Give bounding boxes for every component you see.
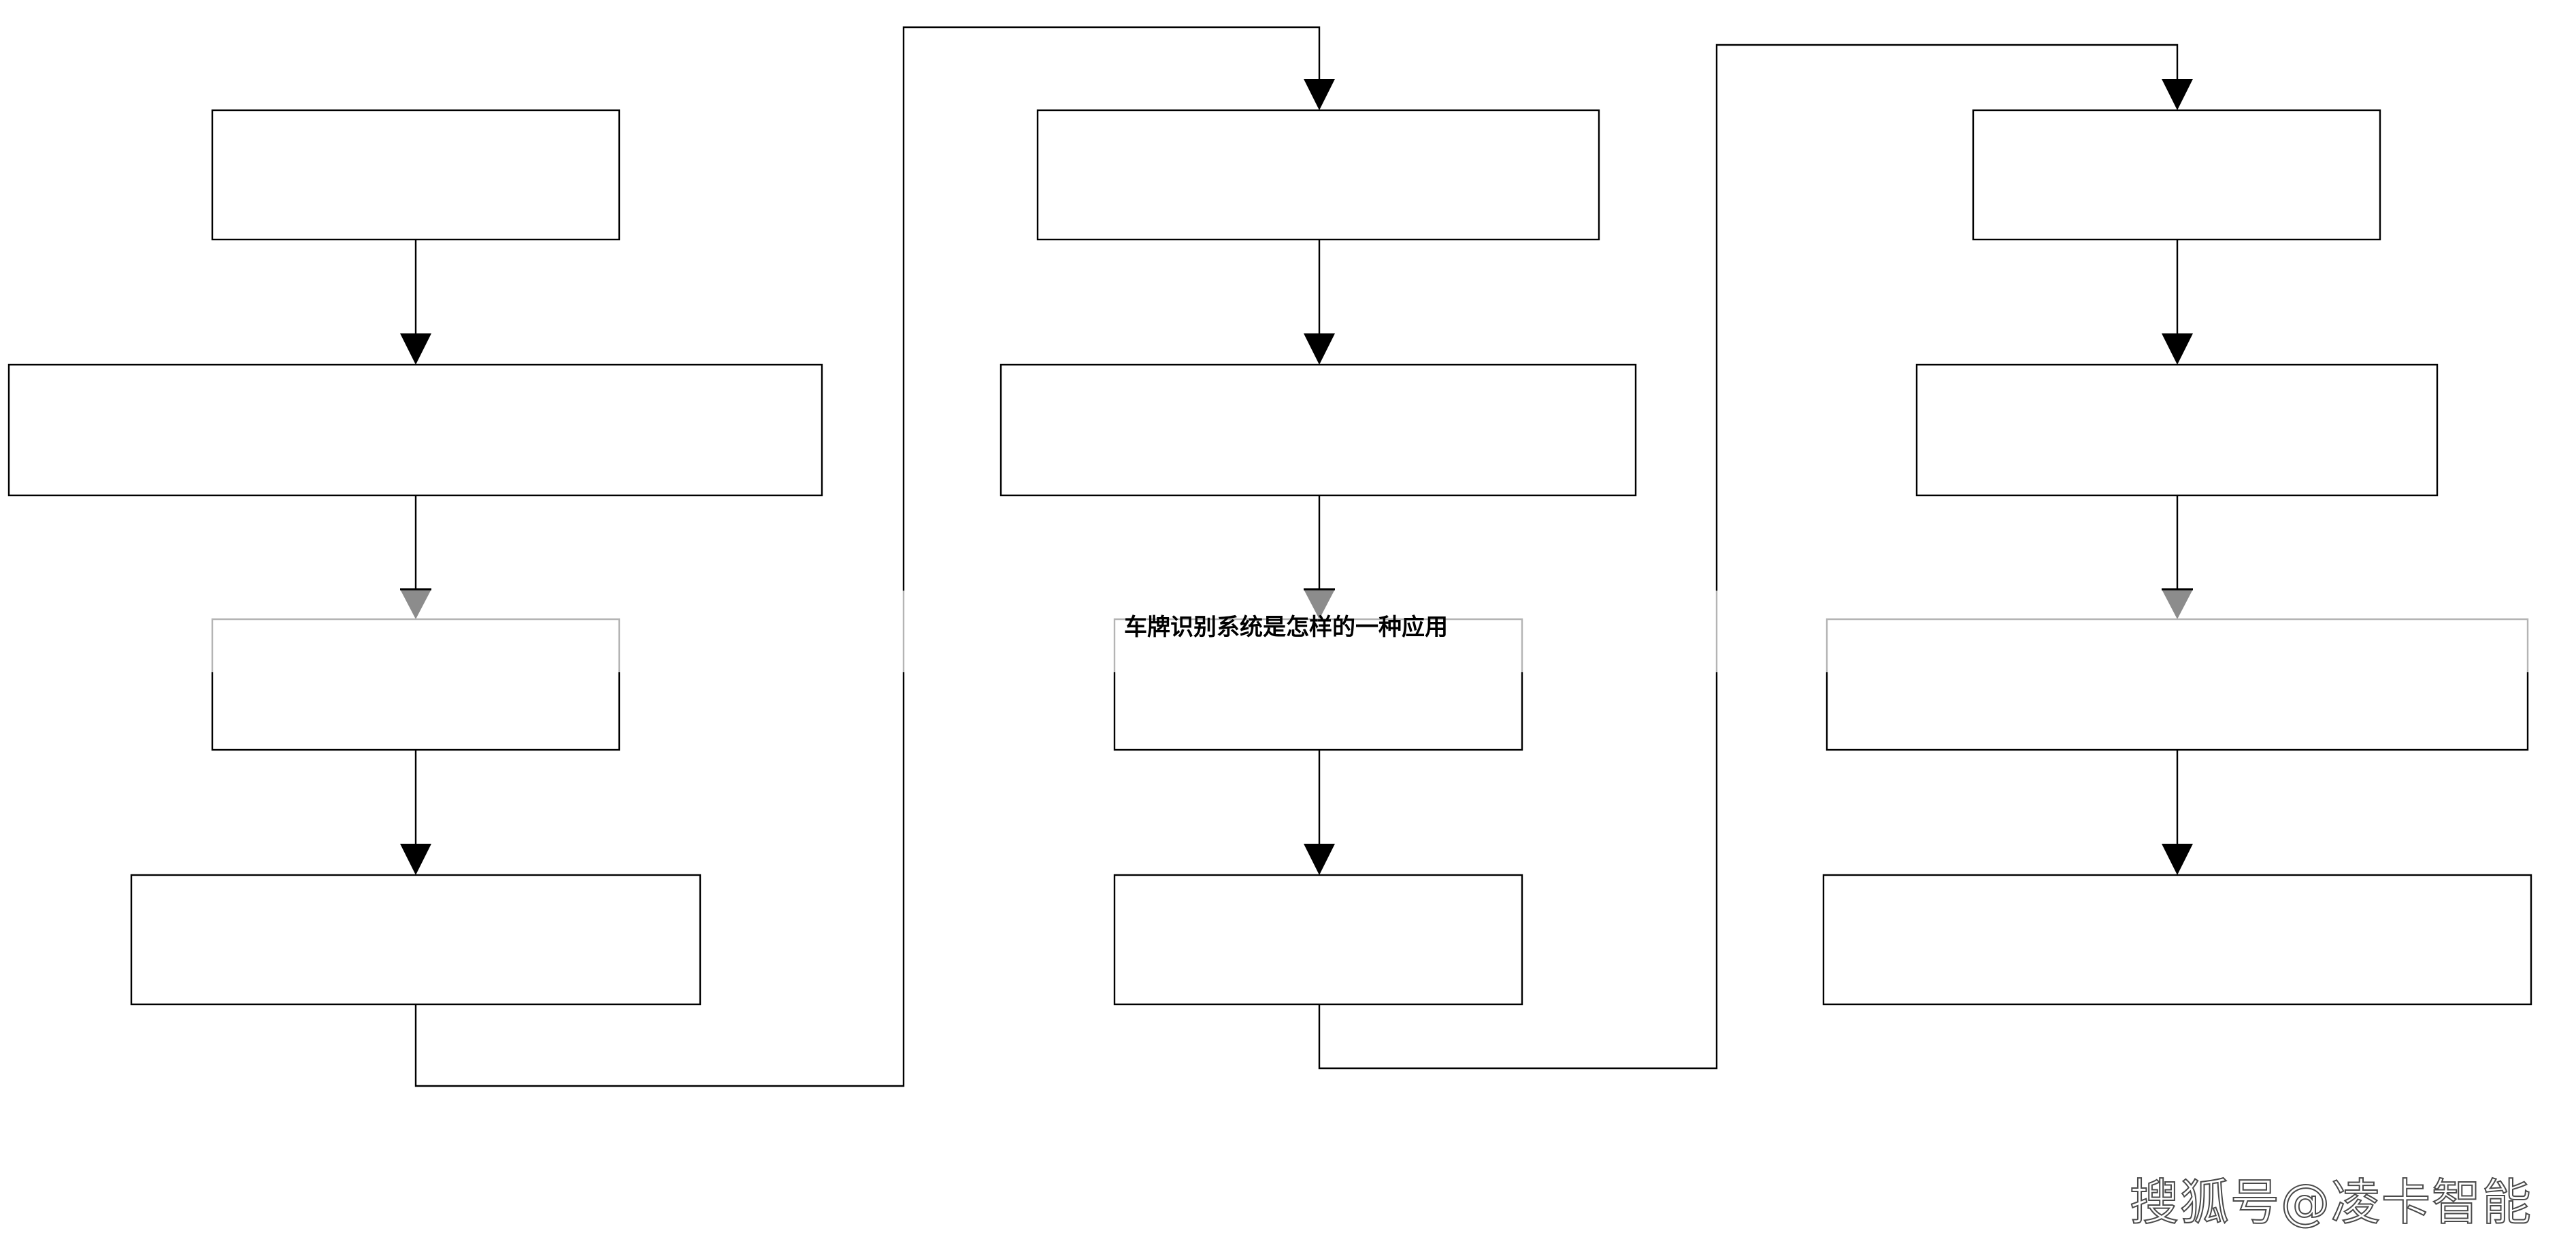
flow-box-col1-step1: [211, 109, 621, 241]
arrowhead-col2-step2: [1304, 333, 1335, 365]
arrowhead-col1-step3: [400, 589, 431, 619]
arrowhead-col3-step3: [2162, 589, 2193, 619]
arrowhead-col3-step1: [2162, 79, 2193, 110]
arrowhead-col3-step4: [2162, 844, 2193, 875]
flow-box-col3-step2: [1915, 363, 2439, 497]
flow-box-col2-step2: [1000, 363, 1637, 497]
flow-box-col2-step1: [1036, 109, 1600, 241]
flow-box-col2-step4: [1113, 874, 1523, 1006]
faded-outline-col1-step3: [211, 618, 621, 672]
faded-outline-col2-step3: [1113, 618, 1523, 672]
arrowhead-col2-step3: [1304, 589, 1335, 619]
arrowhead-col3-step2: [2162, 333, 2193, 365]
connector-col2-to-col3: [1318, 44, 2179, 1070]
arrowhead-col1-step2: [400, 333, 431, 365]
arrowhead-col1-step4: [400, 844, 431, 875]
watermark-text: 搜狐号@凌卡智能: [2129, 1173, 2533, 1232]
overlay-title: 车牌识别系统是怎样的一种应用: [1124, 614, 1448, 641]
flow-box-col3-step4: [1822, 874, 2532, 1006]
flow-box-col1-step4: [130, 874, 701, 1006]
arrowhead-col2-step1: [1304, 79, 1335, 110]
flow-box-col1-step2: [7, 363, 823, 497]
connector-col1-to-col2: [414, 26, 1321, 1087]
flow-box-col3-step1: [1972, 109, 2381, 241]
arrowhead-col2-step4: [1304, 844, 1335, 875]
faded-outline-col3-step3: [1826, 618, 2529, 672]
faded-band: [0, 591, 2576, 672]
